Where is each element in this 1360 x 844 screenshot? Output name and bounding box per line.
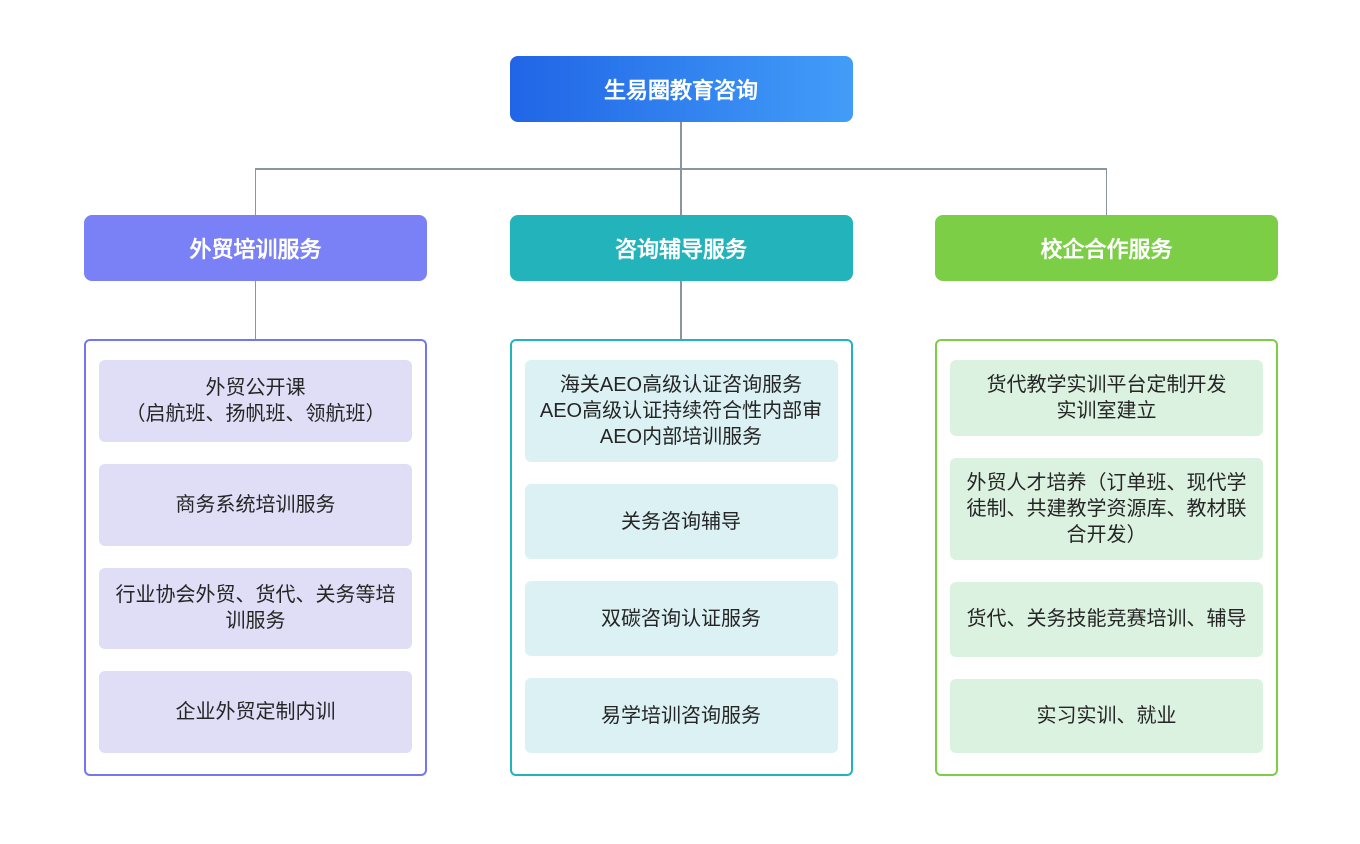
- panel-trade-training: 外贸公开课 （启航班、扬帆班、领航班） 商务系统培训服务 行业协会外贸、货代、关…: [84, 339, 427, 776]
- item-line: AEO内部培训服务: [599, 426, 763, 448]
- item-line: 关务咨询辅导: [621, 510, 741, 533]
- item-line: 实训室建立: [1056, 400, 1157, 422]
- item-line: AEO高级认证持续符合性内部审: [539, 400, 823, 422]
- item-association-training[interactable]: 行业协会外贸、货代、关务等培训服务: [99, 567, 412, 650]
- header-school-enterprise[interactable]: 校企合作服务: [935, 215, 1278, 281]
- item-public-course[interactable]: 外贸公开课 （启航班、扬帆班、领航班）: [99, 360, 412, 442]
- header-school-enterprise-label: 校企合作服务: [1040, 237, 1173, 262]
- item-talent-cultivation[interactable]: 外贸人才培养（订单班、现代学徒制、共建教学资源库、教材联合开发）: [950, 458, 1263, 560]
- connector-left-vertical: [255, 168, 257, 215]
- item-line: 货代教学实训平台定制开发: [986, 374, 1227, 396]
- item-training-platform[interactable]: 货代教学实训平台定制开发 实训室建立: [950, 360, 1263, 436]
- connector-right-vertical: [1105, 168, 1108, 215]
- root-node[interactable]: 生易圈教育咨询: [509, 56, 853, 122]
- connector-root-vertical: [680, 122, 682, 169]
- panel-consulting: 海关AEO高级认证咨询服务 AEO高级认证持续符合性内部审 AEO内部培训服务 …: [509, 339, 853, 776]
- item-customs-consulting[interactable]: 关务咨询辅导: [524, 484, 838, 559]
- item-line: 企业外贸定制内训: [175, 701, 336, 724]
- connector-left-header-panel: [255, 281, 257, 339]
- item-line: 商务系统培训服务: [175, 493, 336, 516]
- header-trade-training-label: 外贸培训服务: [189, 237, 322, 262]
- item-business-system-training[interactable]: 商务系统培训服务: [99, 463, 412, 546]
- item-line: 行业协会外贸、货代、关务等培训服务: [115, 584, 396, 633]
- item-line: 双碳咨询认证服务: [601, 607, 761, 630]
- item-line: 外贸人才培养（订单班、现代学徒制、共建教学资源库、教材联合开发）: [966, 472, 1247, 546]
- item-line: （启航班、扬帆班、领航班）: [125, 402, 386, 425]
- item-line: 外贸公开课: [205, 376, 306, 399]
- connector-middle-header-panel: [680, 281, 682, 339]
- item-line: 海关AEO高级认证咨询服务: [559, 374, 803, 396]
- header-consulting[interactable]: 咨询辅导服务: [509, 215, 853, 281]
- item-internship-employment[interactable]: 实习实训、就业: [950, 678, 1263, 753]
- header-consulting-label: 咨询辅导服务: [614, 237, 747, 262]
- item-line: 易学培训咨询服务: [601, 704, 761, 727]
- panel-school-enterprise: 货代教学实训平台定制开发 实训室建立 外贸人才培养（订单班、现代学徒制、共建教学…: [935, 339, 1278, 776]
- item-yixue-training[interactable]: 易学培训咨询服务: [524, 678, 838, 753]
- header-trade-training[interactable]: 外贸培训服务: [84, 215, 427, 281]
- connector-middle-vertical: [680, 168, 682, 215]
- item-line: 货代、关务技能竞赛培训、辅导: [966, 608, 1247, 631]
- root-node-label: 生易圈教育咨询: [603, 78, 758, 103]
- item-dual-carbon[interactable]: 双碳咨询认证服务: [524, 581, 838, 656]
- item-line: 实习实训、就业: [1036, 704, 1177, 727]
- item-enterprise-custom-training[interactable]: 企业外贸定制内训: [99, 671, 412, 753]
- item-skill-competition[interactable]: 货代、关务技能竞赛培训、辅导: [950, 582, 1263, 657]
- item-aeo-certification[interactable]: 海关AEO高级认证咨询服务 AEO高级认证持续符合性内部审 AEO内部培训服务: [524, 360, 838, 462]
